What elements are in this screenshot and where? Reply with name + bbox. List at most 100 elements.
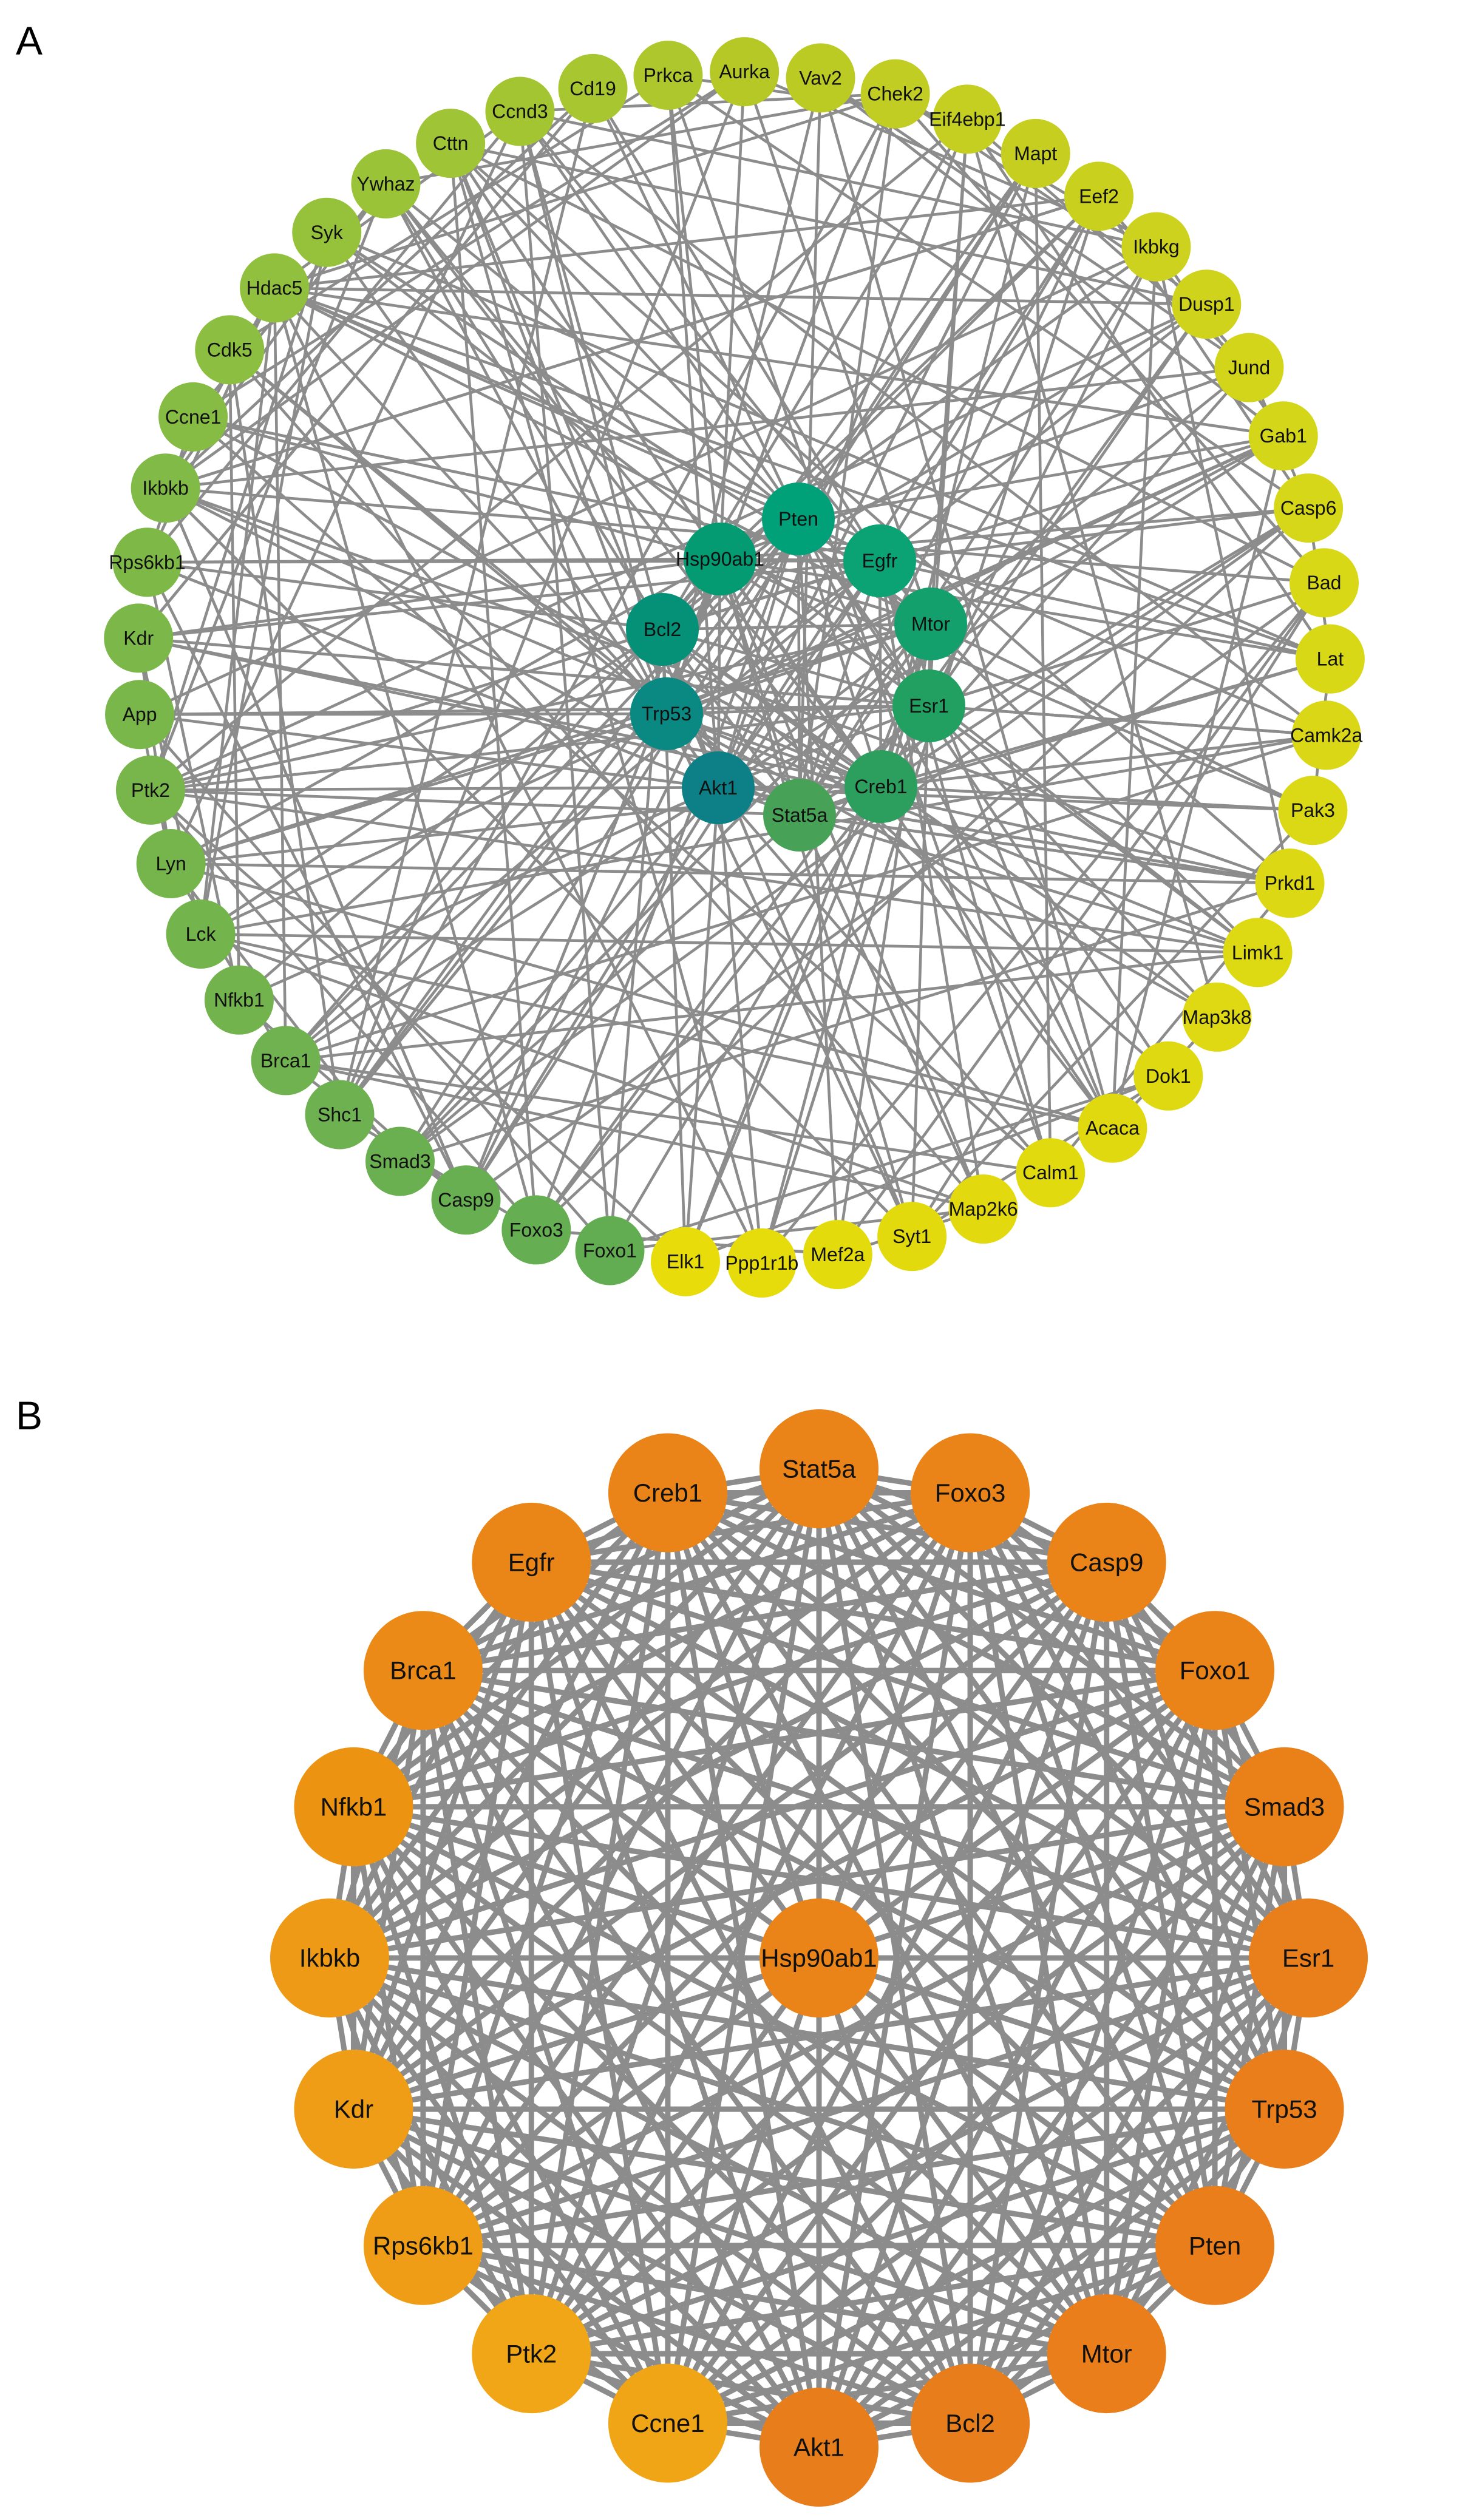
edge: [528, 1492, 671, 2354]
node-stat5a: Stat5a: [759, 1409, 878, 1528]
node-casp9: Casp9: [431, 1165, 501, 1235]
edge: [518, 110, 800, 520]
edge: [399, 881, 1291, 1163]
node-label: Hsp90ab1: [761, 1944, 877, 1973]
panel-a-label: A: [16, 18, 42, 63]
node-smad3: Smad3: [1225, 1747, 1344, 1866]
node-elk1: Elk1: [650, 1227, 720, 1296]
node-lck: Lck: [166, 899, 236, 969]
edge: [665, 1560, 1109, 2425]
edge: [968, 1805, 1287, 2425]
node-ccne1: Ccne1: [158, 382, 228, 452]
edge: [529, 1491, 973, 2356]
edge: [817, 1956, 1109, 2356]
node-label: Prkd1: [1265, 872, 1316, 894]
node-circle: [158, 382, 228, 452]
edge: [420, 1669, 822, 2449]
node-hdac5: Hdac5: [240, 253, 310, 323]
edge: [384, 183, 1114, 1130]
edge: [1111, 246, 1158, 1128]
edge: [531, 1559, 1215, 1673]
node-shc1: Shc1: [305, 1080, 375, 1150]
node-ikbkb: Ikbkb: [270, 1898, 389, 2017]
edge: [817, 1956, 1311, 2450]
node-chek2: Chek2: [860, 59, 930, 129]
node-label: Cdk5: [207, 339, 253, 361]
node-cd19: Cd19: [558, 53, 628, 123]
edge: [353, 1804, 820, 1961]
node-circle: [763, 779, 836, 852]
node-circle: [684, 523, 756, 595]
edge: [140, 704, 929, 716]
edge: [817, 1466, 1217, 1673]
edge: [285, 1059, 467, 1201]
edge: [149, 118, 968, 791]
edge: [661, 628, 1169, 1077]
edge: [1034, 153, 1052, 1173]
edge: [273, 288, 287, 1061]
edge: [797, 518, 1114, 1129]
edge: [816, 1492, 973, 2448]
edge: [420, 1562, 534, 2246]
edge: [327, 1466, 821, 1960]
edge: [169, 110, 522, 864]
edge: [164, 487, 467, 1201]
edge: [421, 1560, 1109, 2247]
node-smad3: Smad3: [365, 1126, 435, 1196]
node-esr1: Esr1: [892, 669, 965, 742]
node-pak3: Pak3: [1278, 776, 1348, 845]
node-ptk2: Ptk2: [115, 755, 185, 825]
node-label: Ccnd3: [492, 100, 548, 122]
edge: [1104, 1562, 1218, 2246]
node-dok1: Dok1: [1133, 1041, 1203, 1111]
node-circle: [1182, 982, 1252, 1052]
node-kdr: Kdr: [294, 2050, 413, 2169]
node-circle: [1078, 1093, 1147, 1163]
node-trp53: Trp53: [1225, 2050, 1344, 2169]
node-circle: [1001, 118, 1070, 188]
node-circle: [1291, 700, 1361, 770]
node-creb1: Creb1: [608, 1433, 727, 1553]
edge: [421, 1668, 1109, 2356]
edge: [1104, 1670, 1218, 2354]
node-ptk2: Ptk2: [472, 2294, 591, 2414]
node-label: Smad3: [1244, 1792, 1325, 1821]
edge: [529, 1956, 821, 2356]
edge: [192, 416, 1052, 1174]
node-label: Mtor: [911, 613, 950, 635]
node-circle: [112, 527, 182, 597]
node-label: Ptk2: [506, 2340, 557, 2368]
edge: [818, 1955, 1285, 2112]
node-circle: [844, 750, 917, 823]
node-circle: [105, 680, 175, 750]
node-circle: [1016, 1138, 1086, 1208]
edge: [666, 1490, 1286, 1809]
edge: [339, 1113, 537, 1231]
edge: [164, 287, 276, 489]
edge: [1104, 1560, 1311, 1960]
node-circle: [294, 2050, 413, 2169]
node-circle: [1047, 1502, 1166, 1622]
edge: [165, 70, 746, 490]
edge: [285, 951, 1258, 1062]
node-circle: [195, 315, 265, 385]
node-casp6: Casp6: [1274, 473, 1344, 543]
node-label: Stat5a: [772, 804, 828, 826]
node-circle: [1223, 918, 1293, 987]
node-circle: [1255, 848, 1325, 918]
edge: [137, 87, 594, 639]
node-circle: [1248, 401, 1318, 471]
node-lat: Lat: [1295, 624, 1365, 694]
node-circle: [948, 1174, 1018, 1244]
node-circle: [933, 84, 1002, 154]
edge: [192, 415, 721, 561]
node-label: Esr1: [1282, 1944, 1334, 1973]
node-label: Creb1: [854, 776, 907, 798]
node-circle: [351, 149, 421, 218]
node-eif4ebp1: Eif4ebp1: [929, 84, 1006, 154]
node-label: Hsp90ab1: [676, 548, 764, 570]
edge: [147, 559, 880, 564]
edge: [338, 88, 594, 1116]
node-circle: [472, 2294, 591, 2414]
edge: [1104, 1956, 1311, 2356]
